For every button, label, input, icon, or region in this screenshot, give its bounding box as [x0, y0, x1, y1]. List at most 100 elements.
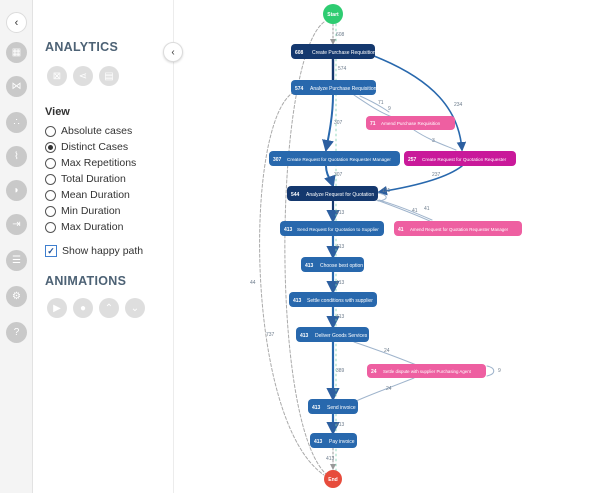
edge-deliver-dispute [353, 341, 420, 367]
node-send-rfq[interactable]: 413 Send Request for Quotation to Supplie… [280, 221, 384, 236]
radio-icon[interactable] [45, 205, 56, 217]
radio-icon[interactable] [45, 125, 56, 137]
node-label: Amend Request for Quotation Requester Ma… [410, 227, 509, 232]
edge-label: 234 [454, 102, 463, 108]
node-rfq-req[interactable]: 257 Create Request for Quotation Requeste… [404, 151, 516, 166]
node-settle[interactable]: 413 Settle conditions with supplier [289, 292, 377, 307]
edge-label: 413 [336, 280, 345, 286]
fit-view-button[interactable]: ⊠ [47, 66, 67, 86]
collapse-sidebar-button[interactable]: ‹ [6, 12, 27, 33]
node-count: 413 [305, 263, 314, 269]
radio-icon[interactable] [45, 189, 56, 201]
speed-down-icon[interactable]: ⌄ [125, 298, 145, 318]
edge-label: 413 [336, 314, 345, 320]
node-count: 608 [295, 50, 304, 56]
edge-label: 9 [498, 368, 501, 374]
scatter-icon[interactable]: ∴ [6, 112, 27, 133]
node-dispute[interactable]: 24 Settle dispute with supplier Purchasin… [367, 364, 486, 378]
node-label: Settle dispute with supplier Purchasing … [383, 369, 472, 374]
node-count: 24 [371, 369, 377, 375]
start-node[interactable]: Start [323, 4, 343, 24]
view-label: View [45, 106, 70, 118]
node-label: Settle conditions with supplier [307, 298, 373, 304]
happy-path-toggle[interactable]: ✓Show happy path [45, 245, 143, 257]
report-button[interactable]: ▤ [99, 66, 119, 86]
node-label: Send invoice [327, 405, 356, 411]
option-total-duration[interactable]: Total Duration [45, 173, 126, 185]
analytics-panel: ANALYTICS ⊠ ⋖ ▤ View Absolute cases Dist… [33, 0, 174, 493]
node-count: 413 [314, 439, 323, 445]
export-icon[interactable]: ⇥ [6, 214, 27, 235]
option-min-duration[interactable]: Min Duration [45, 205, 121, 217]
edge-label: 574 [338, 66, 347, 72]
node-label: Amend Purchase Requisition [381, 121, 441, 126]
edge-label: 41 [424, 206, 430, 212]
edge-create-pr-rfq-req [373, 55, 467, 152]
play-icon[interactable]: ▶ [47, 298, 67, 318]
node-choose[interactable]: 413 Choose best option [301, 257, 364, 272]
node-amend-rfq[interactable]: 41 Amend Request for Quotation Requester … [394, 221, 522, 236]
edge-dispute-self [486, 365, 495, 377]
node-count: 574 [295, 86, 304, 92]
edge-label: 608 [336, 32, 345, 38]
chart-icon[interactable]: ⌇ [6, 146, 27, 167]
node-count: 257 [408, 157, 417, 163]
table-icon[interactable]: ▦ [6, 42, 27, 63]
node-label: Analyze Purchase Requisition [310, 86, 377, 92]
option-max-duration[interactable]: Max Duration [45, 221, 123, 233]
radio-icon[interactable] [45, 173, 56, 185]
collapse-panel-button[interactable]: ‹ [163, 42, 183, 62]
edge-amend-rfq-analyze-rfq [378, 199, 433, 221]
edge-label: 307 [334, 172, 343, 178]
edge-analyze-pr-amend-pr [353, 94, 393, 118]
edge-analyze-pr-rfq-mgr [322, 94, 334, 152]
tag-icon[interactable]: ◗ [6, 180, 27, 201]
stop-icon[interactable]: ● [73, 298, 93, 318]
edge-label: 307 [334, 120, 343, 126]
node-amend-pr[interactable]: 71 Amend Purchase Requisition [366, 116, 455, 130]
layers-icon[interactable]: ☰ [6, 250, 27, 271]
speed-up-icon[interactable]: ⌃ [99, 298, 119, 318]
node-count: 413 [293, 298, 302, 304]
edge-rfq-req-analyze-rfq [377, 165, 463, 196]
edge-analyze-pr-end [259, 91, 325, 476]
edge-label: 389 [336, 368, 345, 374]
node-label: Choose best option [320, 263, 363, 269]
option-absolute-cases[interactable]: Absolute cases [45, 125, 132, 137]
edge-label: 737 [266, 332, 275, 338]
node-count: 413 [284, 227, 293, 233]
radio-icon[interactable] [45, 221, 56, 233]
edge-label: 413 [336, 422, 345, 428]
edge-label: 44 [250, 280, 256, 286]
node-label: Send Request for Quotation to Supplier [297, 227, 379, 232]
node-count: 413 [300, 333, 309, 339]
option-mean-duration[interactable]: Mean Duration [45, 189, 130, 201]
end-node[interactable]: End [324, 470, 342, 488]
network-icon[interactable]: ⋈ [6, 76, 27, 97]
edge-label: 413 [326, 456, 335, 462]
node-count: 307 [273, 157, 282, 163]
node-label: Create Request for Quotation Requester [422, 157, 507, 162]
edge-amend-pr-rfq-req [413, 129, 457, 151]
start-label: Start [327, 12, 339, 18]
edge-label: 9 [388, 106, 391, 112]
node-analyze-pr[interactable]: 574 Analyze Purchase Requisition [291, 80, 377, 95]
share-button[interactable]: ⋖ [73, 66, 93, 86]
option-distinct-cases[interactable]: Distinct Cases [45, 141, 128, 153]
node-count: 41 [398, 227, 404, 233]
settings-icon[interactable]: ⚙ [6, 286, 27, 307]
checkbox-checked-icon[interactable]: ✓ [45, 245, 57, 257]
edge-label: 3 [432, 138, 435, 144]
radio-selected-icon[interactable] [45, 141, 56, 153]
node-count: 71 [370, 121, 376, 127]
help-icon[interactable]: ? [6, 322, 27, 343]
radio-icon[interactable] [45, 157, 56, 169]
option-max-repetitions[interactable]: Max Repetitions [45, 157, 136, 169]
